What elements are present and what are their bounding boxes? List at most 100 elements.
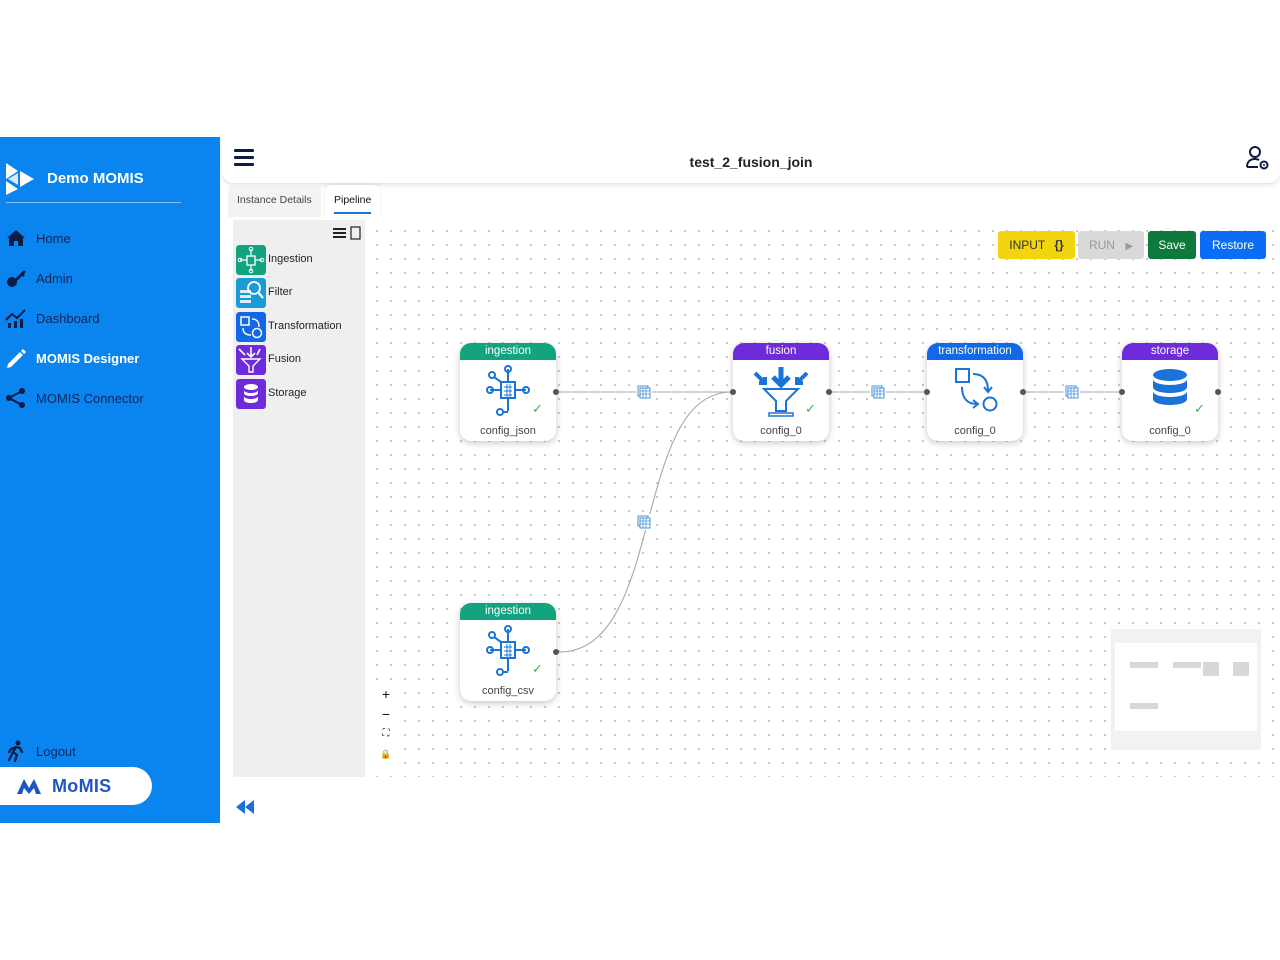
input-port[interactable] xyxy=(730,389,736,395)
transformation-icon xyxy=(236,312,266,342)
output-port[interactable] xyxy=(553,389,559,395)
hamburger-menu-button[interactable] xyxy=(234,149,256,169)
logout-button[interactable]: Logout xyxy=(0,737,220,767)
palette-item-filter[interactable]: Filter xyxy=(236,278,364,308)
palette-item-label: Storage xyxy=(268,387,307,399)
logout-label: Logout xyxy=(36,744,76,759)
sidebar-item-label: MOMIS Connector xyxy=(36,391,144,406)
fusion-funnel-icon xyxy=(236,345,266,375)
input-port[interactable] xyxy=(924,389,930,395)
ingestion-icon xyxy=(236,245,266,275)
brand-name: Demo MOMIS xyxy=(47,170,144,187)
output-port[interactable] xyxy=(826,389,832,395)
play-icon: ▶ xyxy=(1125,241,1134,252)
node-type-label: fusion xyxy=(733,343,829,360)
input-button-label: INPUT xyxy=(1009,238,1046,252)
filter-search-icon xyxy=(236,278,266,308)
collapse-sidebar-icon[interactable] xyxy=(233,798,257,816)
transformation-icon xyxy=(955,368,998,412)
table-icon[interactable] xyxy=(636,514,652,530)
sidebar-item-label: Home xyxy=(36,231,71,246)
sidebar-item-momis-connector[interactable]: MOMIS Connector xyxy=(0,378,220,418)
zoom-in-button[interactable]: + xyxy=(376,684,396,704)
check-icon: ✓ xyxy=(1194,401,1205,416)
lock-button[interactable]: 🔒 xyxy=(376,744,396,764)
brand-logo-icon xyxy=(6,163,34,195)
zoom-out-button[interactable]: − xyxy=(376,704,396,724)
minimap-node xyxy=(1130,662,1158,668)
minimap[interactable] xyxy=(1111,629,1261,750)
node-type-label: ingestion xyxy=(460,343,556,360)
node-fusion-config-0[interactable]: fusion ✓ config_0 xyxy=(730,343,832,441)
sidebar-item-admin[interactable]: Admin xyxy=(0,258,220,298)
output-port[interactable] xyxy=(1020,389,1026,395)
table-icon[interactable] xyxy=(870,384,886,400)
input-port[interactable] xyxy=(1119,389,1125,395)
table-icon[interactable] xyxy=(1064,384,1080,400)
check-icon: ✓ xyxy=(532,661,543,676)
home-icon xyxy=(7,230,25,246)
run-button[interactable]: RUN ▶ xyxy=(1078,231,1144,259)
share-icon xyxy=(6,388,25,408)
minimap-node xyxy=(1203,662,1219,676)
momis-footer-logo: MoMIS xyxy=(0,767,152,805)
chart-icon xyxy=(5,309,26,328)
database-icon xyxy=(1153,369,1187,405)
momis-logo-text: MoMIS xyxy=(52,776,112,796)
check-icon: ✓ xyxy=(805,401,816,416)
table-icon[interactable] xyxy=(636,384,652,400)
minimap-viewport xyxy=(1115,643,1257,731)
user-settings-icon[interactable] xyxy=(1245,145,1271,171)
restore-button[interactable]: Restore xyxy=(1200,231,1266,259)
sidebar-item-dashboard[interactable]: Dashboard xyxy=(0,298,220,338)
save-button[interactable]: Save xyxy=(1148,231,1196,259)
sidebar-item-label: Admin xyxy=(36,271,73,286)
brand-divider xyxy=(6,202,181,203)
top-header: test_2_fusion_join xyxy=(222,137,1280,183)
database-icon xyxy=(236,379,266,409)
curly-braces-icon: {} xyxy=(1054,238,1064,252)
palette-item-label: Transformation xyxy=(268,320,342,332)
palette-item-label: Fusion xyxy=(268,353,302,365)
palette-toggle-icons[interactable] xyxy=(332,226,362,240)
palette-item-storage[interactable]: Storage xyxy=(236,379,364,409)
node-label: config_csv xyxy=(482,685,534,697)
fit-view-button[interactable]: ⛶ xyxy=(376,724,396,744)
ingestion-icon xyxy=(486,365,530,416)
output-port[interactable] xyxy=(1215,389,1221,395)
node-label: config_0 xyxy=(760,425,802,437)
minimap-node xyxy=(1130,703,1158,709)
input-button[interactable]: INPUT {} xyxy=(998,231,1075,259)
sidebar-item-home[interactable]: Home xyxy=(0,218,220,258)
pencil-icon xyxy=(7,349,26,368)
node-ingestion-config-json[interactable]: ingestion ✓ config_json xyxy=(460,343,559,441)
output-port[interactable] xyxy=(553,649,559,655)
ingestion-icon xyxy=(486,625,530,676)
running-person-icon xyxy=(7,740,24,762)
momis-logo-icon xyxy=(17,779,41,794)
node-type-label: storage xyxy=(1122,343,1218,360)
node-type-label: transformation xyxy=(927,343,1023,360)
palette-item-label: Filter xyxy=(268,286,293,298)
node-ingestion-config-csv[interactable]: ingestion ✓ config_csv xyxy=(460,603,559,701)
brand[interactable]: Demo MOMIS xyxy=(0,155,220,203)
node-storage-config-0[interactable]: storage ✓ config_0 xyxy=(1119,343,1221,441)
sidebar-item-label: MOMIS Designer xyxy=(36,351,140,366)
node-type-label: ingestion xyxy=(460,603,556,620)
palette-item-label: Ingestion xyxy=(268,253,313,265)
palette-item-ingestion[interactable]: Ingestion xyxy=(236,245,364,275)
tab-instance-details[interactable]: Instance Details xyxy=(228,185,321,217)
tab-pipeline[interactable]: Pipeline xyxy=(325,185,381,217)
node-transformation-config-0[interactable]: transformation config_0 xyxy=(924,343,1026,441)
check-icon: ✓ xyxy=(532,401,543,416)
node-label: config_json xyxy=(480,425,536,437)
pipeline-canvas[interactable]: INPUT {} RUN ▶ Save Restore ingestion ✓ xyxy=(366,220,1280,777)
node-label: config_0 xyxy=(954,425,996,437)
palette-item-transformation[interactable]: Transformation xyxy=(236,312,364,342)
sidebar-item-label: Dashboard xyxy=(36,311,100,326)
run-button-label: RUN xyxy=(1088,238,1115,252)
palette-item-fusion[interactable]: Fusion xyxy=(236,345,364,375)
node-label: config_0 xyxy=(1149,425,1191,437)
minimap-node xyxy=(1173,662,1201,668)
sidebar-item-momis-designer[interactable]: MOMIS Designer xyxy=(0,338,220,378)
